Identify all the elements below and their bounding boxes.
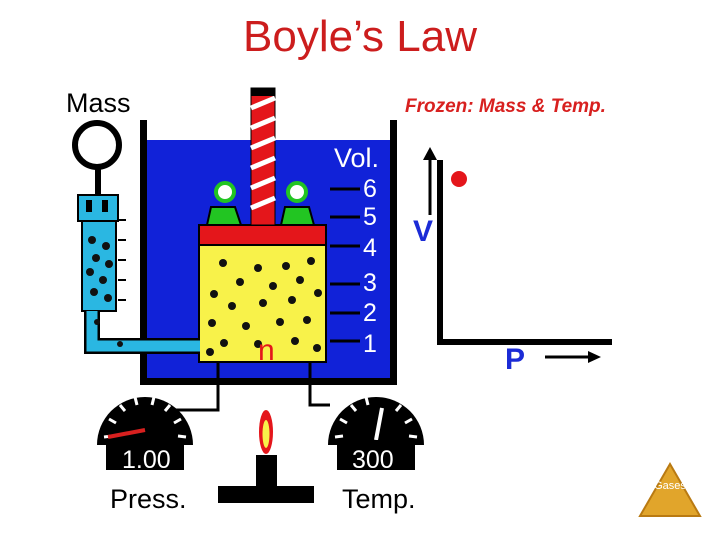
mass-column-top (77, 194, 119, 222)
pressure-gauge-line (175, 362, 220, 412)
temp-gauge-line (308, 362, 330, 407)
mass-hook (72, 120, 122, 170)
gas-particles (206, 257, 322, 356)
page-title: Boyle’s Law (243, 12, 477, 61)
right-weight (279, 181, 316, 226)
left-weight (205, 181, 243, 226)
pressure-readout: 1.00 (122, 446, 171, 474)
x-axis-label: P (505, 343, 526, 376)
frozen-label: Frozen: Mass & Temp. (405, 96, 606, 117)
y-axis-label: V (413, 215, 434, 248)
container-bottom (140, 378, 397, 385)
triangle-badge-icon (638, 461, 702, 517)
pressure-gauge (85, 396, 205, 495)
piston-rod (250, 87, 276, 226)
gauge-needle-icon (374, 407, 384, 441)
volume-tick-label: 5 (363, 203, 377, 231)
bunsen-burner (218, 455, 314, 503)
data-point (451, 171, 467, 187)
pressure-needle (107, 428, 146, 439)
volume-tick-label: 3 (363, 269, 377, 297)
volume-tick-label: 4 (363, 234, 377, 262)
temperature-readout: 300 (352, 446, 394, 474)
container-left-wall (140, 120, 147, 385)
volume-tick-label: 2 (363, 299, 377, 327)
chamber-marker: n (258, 334, 275, 367)
piston (198, 224, 327, 246)
container-right-wall (390, 120, 397, 385)
pressure-label: Press. (110, 484, 187, 514)
gases-badge-label[interactable]: Gases (654, 480, 686, 492)
volume-scale-ticks (330, 187, 360, 343)
temperature-label: Temp. (342, 484, 416, 514)
pv-graph (423, 147, 612, 363)
flame-icon (259, 410, 273, 454)
mass-label: Mass (66, 88, 131, 118)
temperature-gauge (316, 396, 436, 495)
volume-tick-label: 6 (363, 175, 377, 203)
volume-tick-label: 1 (363, 330, 377, 358)
volume-header: Vol. (334, 143, 380, 173)
